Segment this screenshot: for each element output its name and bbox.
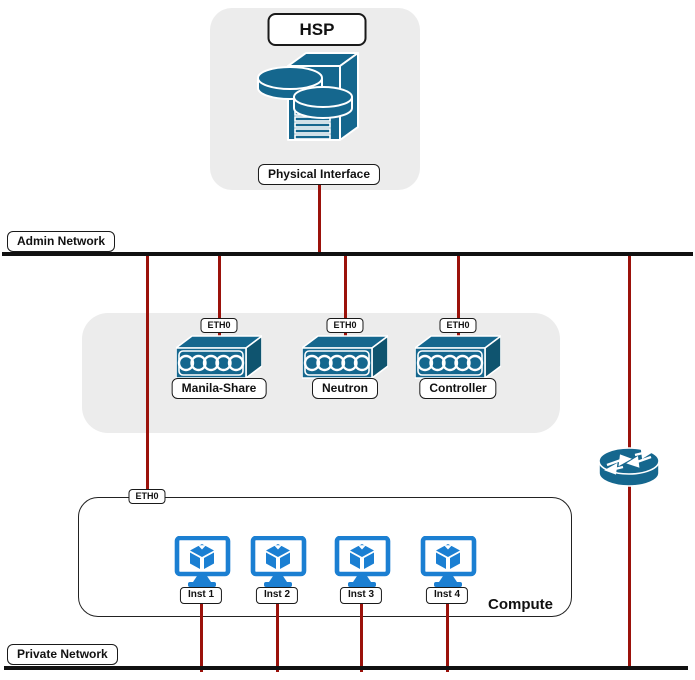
connector-admin-to-controller <box>457 255 460 348</box>
admin-network-line <box>2 252 693 256</box>
vm-instance-icon-1 <box>174 536 231 587</box>
vm-instance-icon-4 <box>420 536 477 587</box>
connector-admin-to-manila <box>218 255 221 348</box>
connector-inst4-to-private <box>446 602 449 672</box>
server-storage-icon <box>257 52 359 141</box>
private-network-label: Private Network <box>7 644 118 665</box>
eth0-label-controller: ETH0 <box>439 318 477 334</box>
connector-inst1-to-private <box>200 602 203 672</box>
connector-inst3-to-private <box>360 602 363 672</box>
connector-inst2-to-private <box>276 602 279 672</box>
eth0-label-neutron: ETH0 <box>326 318 364 334</box>
vm-instance-icon-2 <box>250 536 307 587</box>
eth0-label-manila-share: ETH0 <box>200 318 238 334</box>
admin-network-label: Admin Network <box>7 231 116 252</box>
instance-label-1: Inst 1 <box>179 587 223 604</box>
physical-interface-label: Physical Interface <box>257 164 381 185</box>
switch-icon-controller <box>415 335 501 379</box>
service-label-controller: Controller <box>419 378 497 399</box>
compute-caption: Compute <box>488 596 553 613</box>
hsp-title: HSP <box>267 13 367 47</box>
eth0-label-compute: ETH0 <box>128 489 166 505</box>
router-icon <box>598 447 660 487</box>
service-label-neutron: Neutron <box>312 378 378 399</box>
instance-label-2: Inst 2 <box>255 587 299 604</box>
connector-admin-to-neutron <box>344 255 347 348</box>
switch-icon-manila-share <box>176 335 262 379</box>
private-network-line <box>4 666 688 670</box>
connector-hsp-to-admin <box>318 184 321 255</box>
service-label-manila-share: Manila-Share <box>171 378 267 399</box>
instance-label-3: Inst 3 <box>339 587 383 604</box>
vm-instance-icon-3 <box>334 536 391 587</box>
instance-label-4: Inst 4 <box>425 587 469 604</box>
switch-icon-neutron <box>302 335 388 379</box>
compute-box <box>78 497 572 617</box>
connector-admin-to-compute-eth0 <box>146 255 149 492</box>
